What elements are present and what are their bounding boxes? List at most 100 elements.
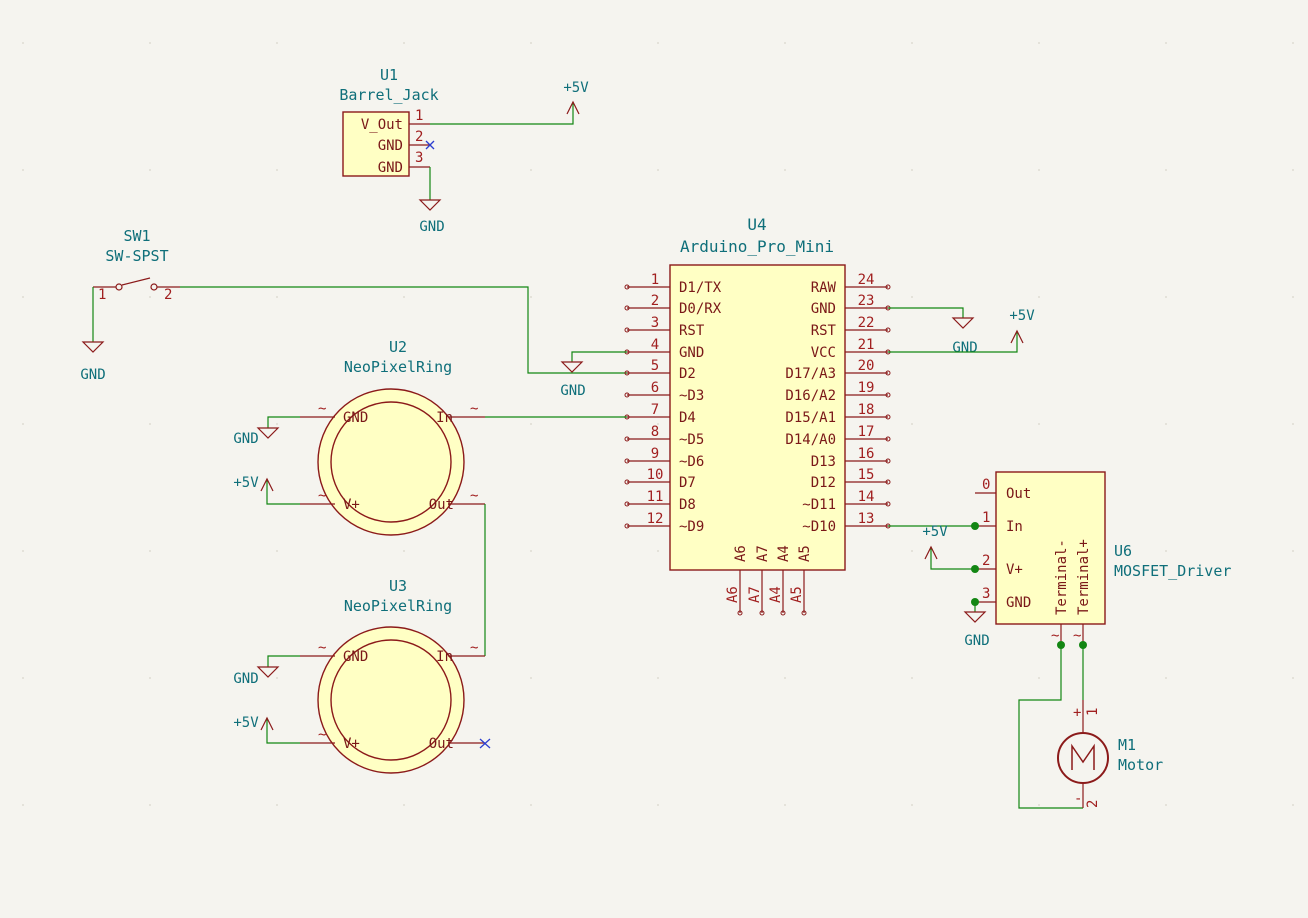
u4-pin-num-left: 11 [647,489,664,505]
motor-m1[interactable]: + - 1 2 M1 Motor [1057,700,1163,808]
u6-label-out: Out [1006,486,1031,502]
u4-body[interactable] [669,264,846,571]
grid-dot [530,804,532,806]
switch-sw1[interactable]: SW1 SW-SPST 1 2 [93,227,180,303]
u1-value: Barrel_Jack [339,86,438,104]
u2-mark-out: ~ [470,488,478,504]
grid-dot [911,550,913,552]
u4-pin-label-right: ~D11 [802,497,836,513]
neopixel-ring-u3[interactable]: U3 NeoPixelRing GND In V+ Out ~ ~ ~ [300,577,485,774]
u4-pin-num-right: 18 [858,402,875,418]
u3-value: NeoPixelRing [344,597,452,615]
u3-label-in: In [436,649,453,665]
gnd-symbol-u4-right: GND [951,317,978,356]
vcc-symbol-u6: +5V [922,524,948,560]
u4-pin-end-left [624,458,630,464]
wire-u3-gnd[interactable] [267,655,300,667]
wire-u1-vout[interactable] [430,102,574,125]
gnd-symbol-u2: GND [233,427,280,447]
grid-dot [22,804,24,806]
sw1-pin-num-1: 1 [98,287,106,303]
wire-sw1-d2[interactable] [180,286,627,374]
u1-label-gnd-3: GND [378,160,403,176]
u4-pin-num-left: 5 [651,358,659,374]
neopixel-ring-u2[interactable]: U2 NeoPixelRing GND In V+ Out ~ ~ ~ ~ [300,338,485,536]
wire-u6-vplus[interactable] [930,547,975,570]
grid-dot [1165,296,1167,298]
grid-dot [657,550,659,552]
u3-ring-inner [330,639,452,761]
m1-value: Motor [1118,756,1163,774]
u6-pin-num-3: 3 [982,586,990,602]
u4-pin-end-bottom [801,610,807,616]
gnd-label-u2: GND [233,431,258,447]
u4-pin-num-left: 6 [651,380,659,396]
grid-dot [784,42,786,44]
u4-pin-label-left: ~D5 [679,432,704,448]
u4-pin-end-right [885,436,891,442]
grid-dot [911,296,913,298]
wire-u2-gnd[interactable] [267,416,300,428]
u4-pin-num-left: 3 [651,315,659,331]
u4-right-pins: 24RAW23GND22RST21VCC20D17/A319D16/A218D1… [785,272,891,535]
u4-pin-num-right: 20 [858,358,875,374]
wire-u4-vcc[interactable] [888,331,1018,353]
u4-pin-num-right: 13 [858,511,875,527]
wire-u4-gnd-left[interactable] [571,351,627,362]
u2-label-gnd: GND [343,410,368,426]
u4-pin-label-left: ~D6 [679,454,704,470]
u1-body[interactable] [342,111,410,177]
grid-dot [911,169,913,171]
u6-pin-num-1: 1 [982,510,990,526]
u4-pin-label-right: RAW [811,280,837,296]
u6-pin-num-2: 2 [982,553,990,569]
u4-pin-label-left: D2 [679,366,696,382]
u2-value: NeoPixelRing [344,358,452,376]
gnd-label-sw1: GND [80,367,105,383]
u6-mark-terminal-plus: ~ [1073,628,1081,644]
u4-pin-num-left: 7 [651,402,659,418]
sw1-value: SW-SPST [105,247,168,265]
u4-pin-end-left [624,523,630,529]
mosfet-driver-u6[interactable]: U6 MOSFET_Driver 0 1 2 3 Out In V+ GND T… [975,471,1231,645]
grid-dot [1038,423,1040,425]
u6-mark-terminal-minus: ~ [1051,628,1059,644]
wire-u4-gnd-right[interactable] [888,307,964,318]
grid-dot [403,42,405,44]
u1-ref: U1 [380,66,398,84]
grid-dot [911,804,913,806]
grid-dot [911,423,913,425]
u4-pin-num-right: 24 [858,272,875,288]
grid-dot [149,677,151,679]
grid-dot [276,296,278,298]
u6-label-in: In [1006,519,1023,535]
u3-label-vplus: V+ [343,736,360,752]
grid-dot [657,296,659,298]
gnd-symbol-sw1: GND [80,341,106,383]
vcc-symbol-u1: +5V [563,80,589,115]
u3-ring-outer[interactable] [317,626,465,774]
u4-pin-label-right: GND [811,301,836,317]
u4-pin-label-right: VCC [811,345,836,361]
barrel-jack-u1[interactable]: U1 Barrel_Jack V_Out GND GND 1 2 3 [339,66,439,177]
grid-dot [276,423,278,425]
vcc-symbol-u3: +5V [233,715,274,731]
u2-ring-outer[interactable] [317,388,465,536]
grid-dot [276,804,278,806]
grid-dot [530,42,532,44]
u6-body[interactable] [995,471,1106,625]
vcc-label-u1: +5V [563,80,589,96]
wire-terminal-minus-motor[interactable] [1018,645,1083,809]
grid-dot [1165,423,1167,425]
grid-dot [530,169,532,171]
grid-dot [1292,296,1294,298]
wire-u2-vplus[interactable] [266,479,300,505]
u4-pin-end-right [885,370,891,376]
wire-u3-vplus[interactable] [266,718,300,744]
u2-label-vplus: V+ [343,497,360,513]
m1-body[interactable] [1057,732,1109,784]
u4-pin-num-bottom: A5 [789,586,805,603]
u4-pin-label-right: D16/A2 [785,388,836,404]
u3-out-no-connect [479,738,491,749]
